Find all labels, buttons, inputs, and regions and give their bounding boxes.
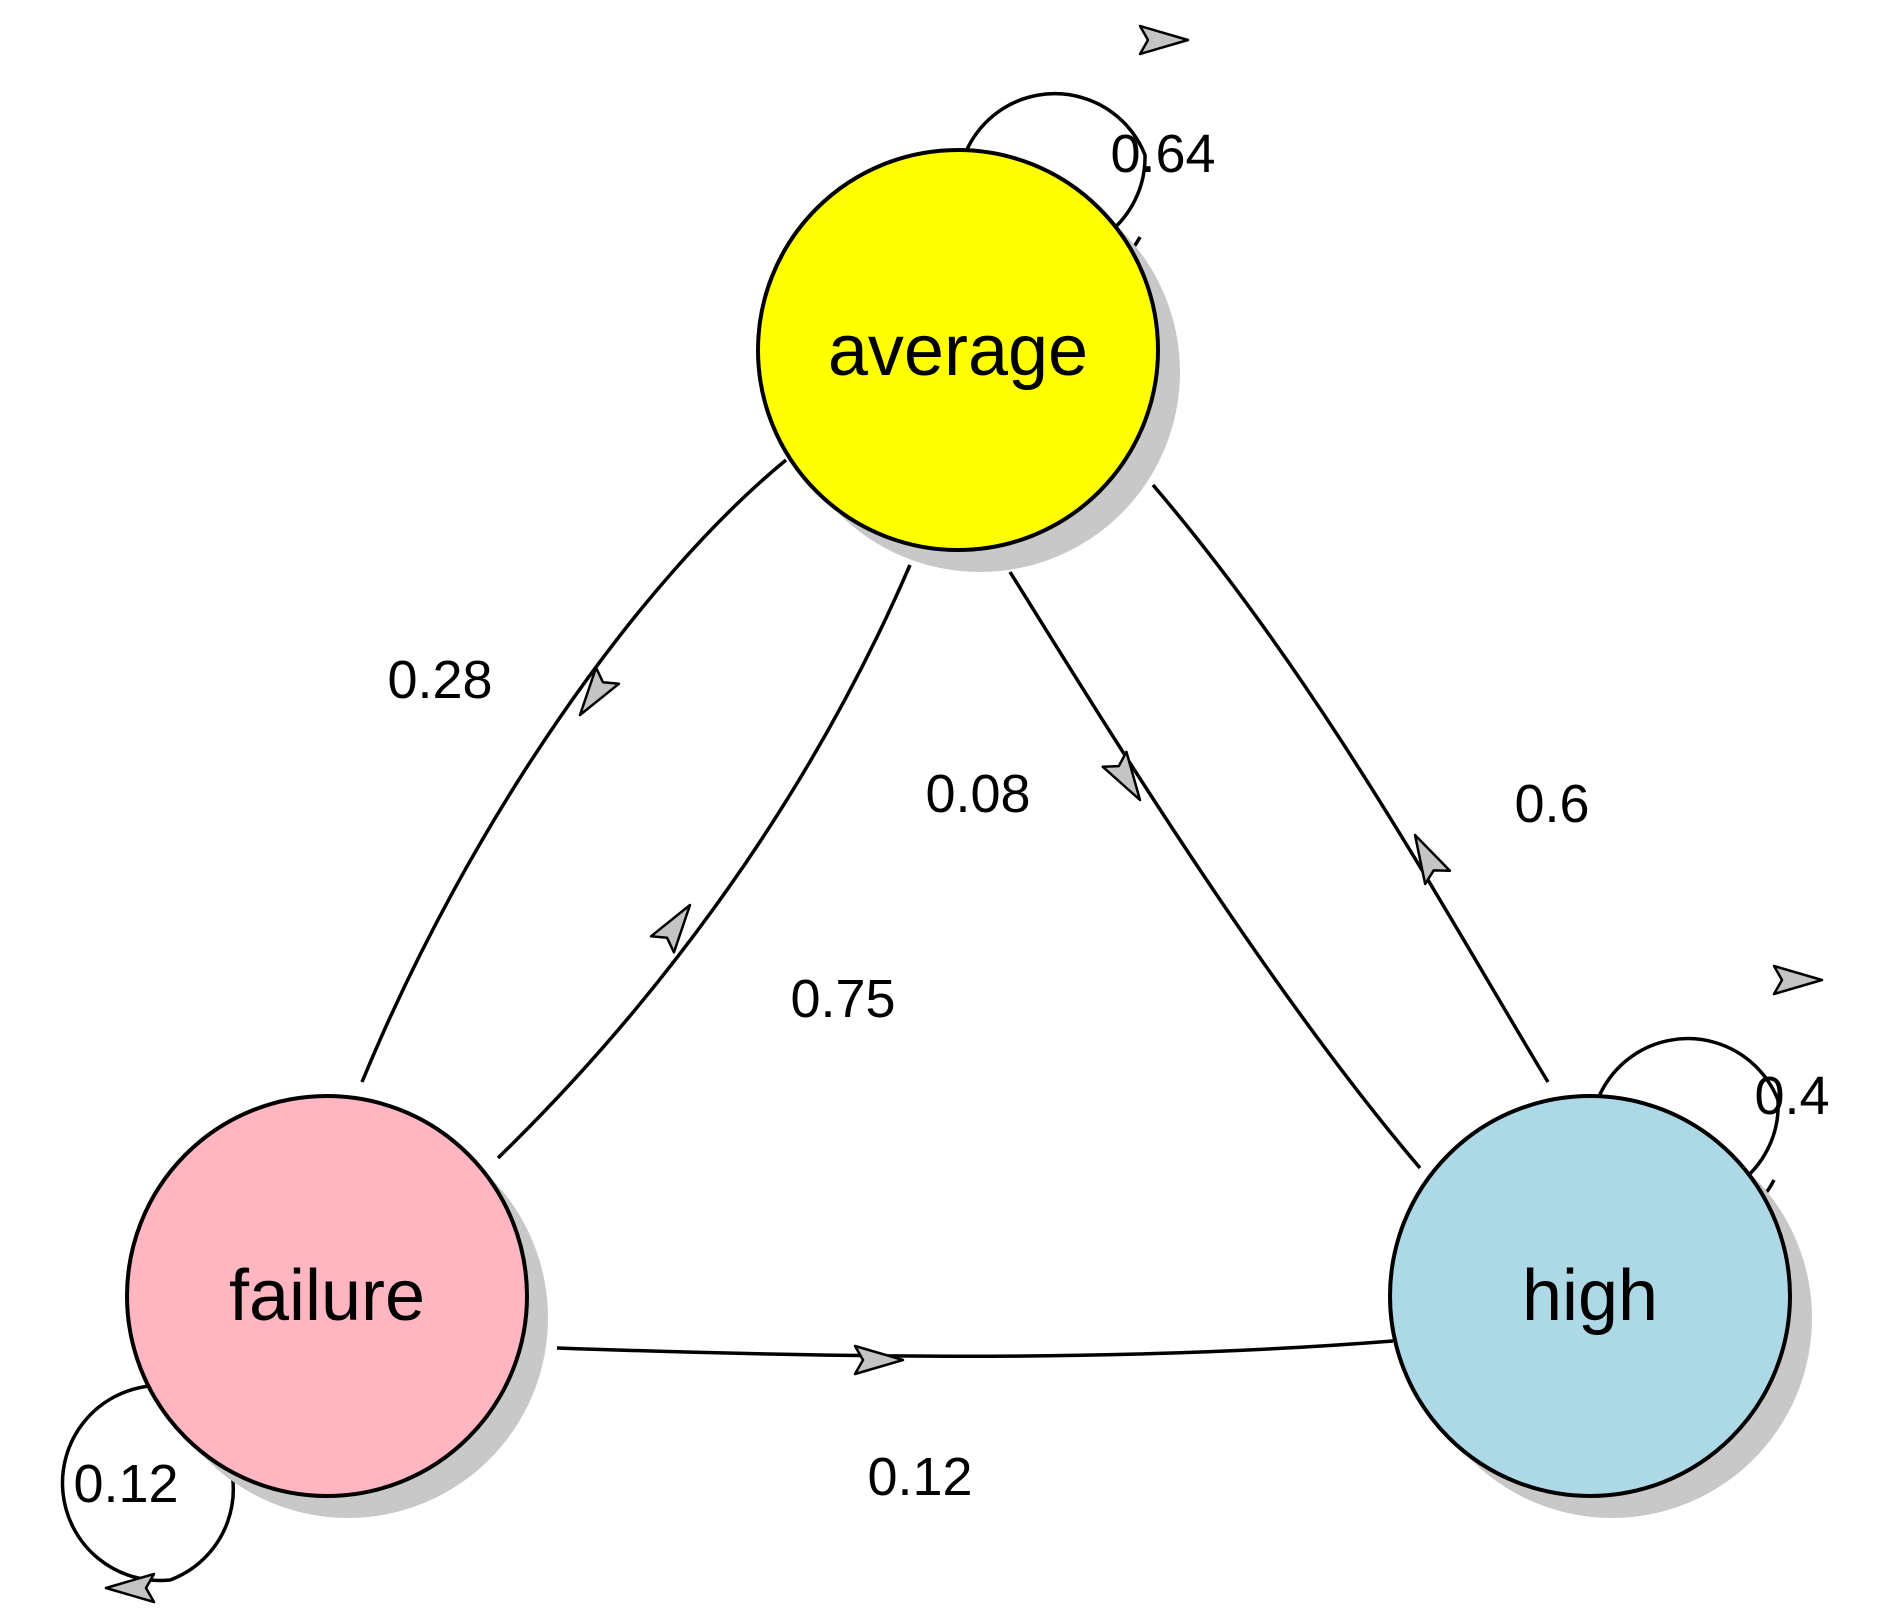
loop-failure: 0.12 [60,1384,236,1604]
node-high: high [1388,1094,1812,1518]
edge-average-to-high-arrowhead [1101,750,1142,802]
edge-failure-to-high-label: 0.12 [867,1447,972,1507]
loop-high-arrowhead [1772,964,1824,996]
loop-average: 0.64 [956,24,1216,290]
edge-average-to-failure-line [360,458,788,1083]
loop-high-label: 0.4 [1754,1066,1829,1126]
edge-average-to-high: 0.08 [925,571,1422,1170]
edge-average-to-failure: 0.28 [360,458,788,1083]
edge-failure-to-average-arrowhead [649,903,692,954]
edge-failure-to-average: 0.75 [496,564,912,1160]
node-high-label: high [1522,1256,1658,1336]
node-high-circle [1388,1094,1792,1498]
edge-failure-to-high-arrowhead [853,1344,905,1376]
edge-failure-to-high-line [556,1339,1394,1359]
edge-failure-to-average-label: 0.75 [790,969,895,1029]
node-average-label: average [828,311,1088,391]
node-failure: failure [125,1094,548,1518]
loop-average-arrowhead [1138,24,1190,56]
edge-average-to-high-label: 0.08 [925,764,1030,824]
loop-failure-label: 0.12 [73,1454,178,1514]
edge-average-to-failure-arrowhead [578,666,621,717]
edge-high-to-average-line [1151,483,1550,1083]
edge-failure-to-average-line [496,564,912,1160]
loop-failure-arrowhead [104,1572,156,1604]
edge-failure-to-high: 0.12 [556,1339,1394,1507]
edge-high-to-average: 0.6 [1151,483,1590,1083]
edge-high-to-average-arrowhead [1413,833,1452,886]
node-average: average [756,148,1180,572]
edge-average-to-high-line [1008,571,1422,1170]
node-average-circle [756,148,1160,552]
edge-high-to-average-label: 0.6 [1514,774,1589,834]
loop-failure-arc [60,1384,236,1583]
edge-average-to-failure-label: 0.28 [387,650,492,710]
node-failure-label: failure [229,1256,425,1336]
loop-average-label: 0.64 [1110,124,1215,184]
node-failure-circle [125,1094,529,1498]
